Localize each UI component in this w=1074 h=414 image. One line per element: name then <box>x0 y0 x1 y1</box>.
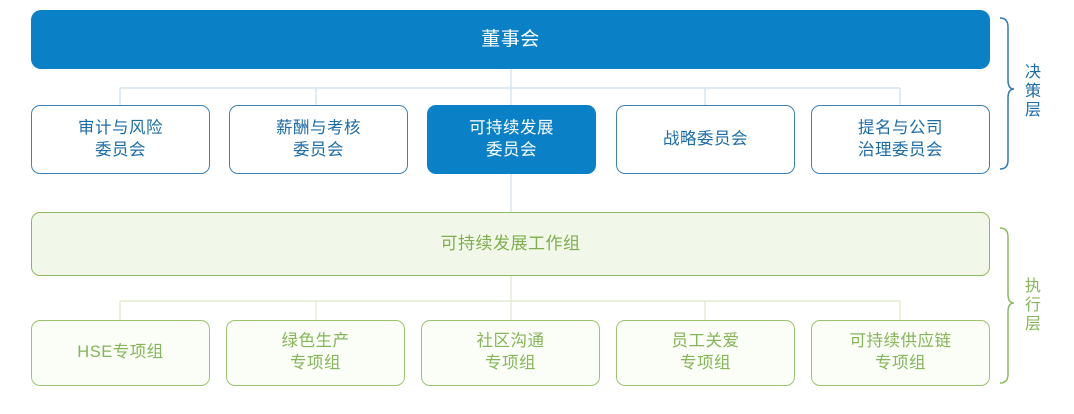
decision-layer-brace <box>999 17 1015 170</box>
node-team-community-communication[interactable]: 社区沟通 专项组 <box>421 320 600 386</box>
layer-label-execution: 执行层 <box>1022 276 1039 334</box>
node-committee-remuneration-appraisal[interactable]: 薪酬与考核 委员会 <box>229 105 408 174</box>
node-team-sustainable-supply-chain[interactable]: 可持续供应链 专项组 <box>811 320 990 386</box>
node-sustainability-workgroup[interactable]: 可持续发展工作组 <box>31 212 990 276</box>
node-committee-strategy[interactable]: 战略委员会 <box>616 105 795 174</box>
node-team-green-production[interactable]: 绿色生产 专项组 <box>226 320 405 386</box>
layer-label-decision: 决策层 <box>1022 62 1039 120</box>
node-team-hse[interactable]: HSE专项组 <box>31 320 210 386</box>
node-committee-nomination-governance[interactable]: 提名与公司 治理委员会 <box>811 105 990 174</box>
node-committee-audit-risk[interactable]: 审计与风险 委员会 <box>31 105 210 174</box>
node-board-of-directors[interactable]: 董事会 <box>31 10 990 69</box>
node-committee-sustainable-development[interactable]: 可持续发展 委员会 <box>427 105 596 174</box>
execution-layer-brace <box>999 227 1015 384</box>
node-team-employee-care[interactable]: 员工关爱 专项组 <box>616 320 795 386</box>
decision-connectors <box>119 69 901 105</box>
execution-connectors <box>119 276 901 320</box>
